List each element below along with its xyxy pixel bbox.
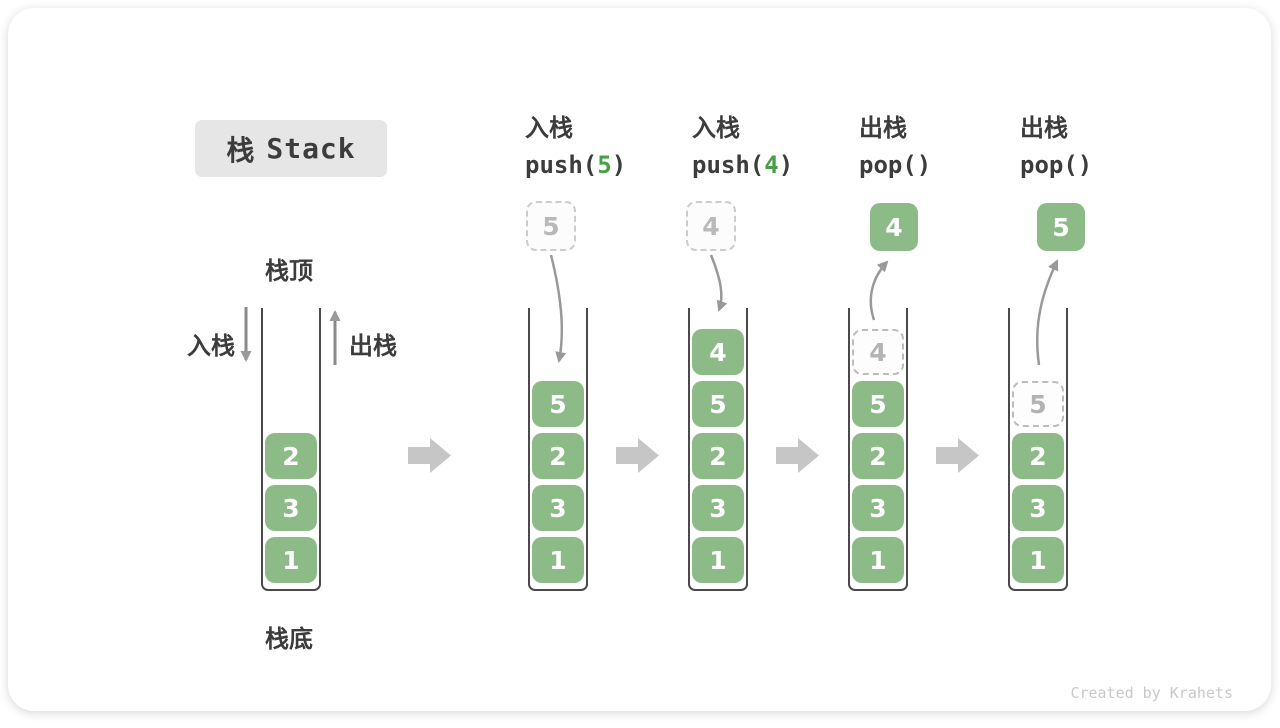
stack-block: 2 (265, 433, 317, 479)
code-suf: ) (1077, 151, 1093, 179)
code-suf: ) (611, 151, 627, 179)
watermark: Created by Krahets (1070, 684, 1233, 702)
stack-block: 4 (692, 329, 744, 375)
stack-top-label: 栈顶 (265, 257, 313, 285)
stack-block: 1 (265, 537, 317, 583)
stack-block: 1 (532, 537, 584, 583)
push-4-arrow (709, 254, 728, 312)
title-en: Stack (266, 132, 356, 165)
op-zh-label: 出栈 (859, 114, 907, 142)
stack-block: 3 (532, 485, 584, 531)
stack-container-after-push-5: 5 2 3 1 (528, 308, 588, 591)
diagram-title: 栈 Stack (195, 120, 387, 177)
op-code-label: push(4) (692, 151, 793, 179)
incoming-value: 5 (542, 211, 560, 241)
popped-value-box: 5 (1037, 203, 1085, 251)
op-label-pop-1: 出栈 pop() (859, 114, 931, 179)
stack-container-after-pop-5: 5 2 3 1 (1008, 308, 1068, 591)
incoming-value-box: 4 (686, 201, 736, 251)
stack-block: 3 (692, 485, 744, 531)
op-zh-label: 出栈 (1020, 114, 1068, 142)
step-arrow-3 (776, 438, 819, 473)
stack-block: 2 (1012, 433, 1064, 479)
op-code-label: pop() (859, 151, 931, 179)
stack-block: 5 (692, 381, 744, 427)
step-arrow-2 (616, 438, 659, 473)
stack-block: 3 (265, 485, 317, 531)
op-zh-label: 入栈 (692, 114, 740, 142)
code-pre: push( (525, 151, 598, 179)
stack-container-initial: 2 3 1 (261, 308, 321, 591)
stack-block: 3 (1012, 485, 1064, 531)
stack-block: 1 (1012, 537, 1064, 583)
incoming-value: 4 (702, 211, 720, 241)
code-arg: 5 (597, 151, 612, 179)
ghost-block: 5 (1012, 381, 1064, 427)
stack-block: 1 (692, 537, 744, 583)
stack-block: 2 (852, 433, 904, 479)
stack-block: 2 (532, 433, 584, 479)
code-pre: pop( (859, 151, 917, 179)
op-code-label: push(5) (525, 151, 626, 179)
stack-block: 5 (532, 381, 584, 427)
op-label-pop-2: 出栈 pop() (1020, 114, 1092, 179)
incoming-value-box: 5 (526, 201, 576, 251)
stack-block: 5 (852, 381, 904, 427)
stack-bottom-label: 栈底 (265, 625, 313, 653)
op-code-label: pop() (1020, 151, 1092, 179)
op-label-push-5: 入栈 push(5) (525, 114, 626, 179)
step-arrow-4 (936, 438, 979, 473)
stack-block: 2 (692, 433, 744, 479)
stack-container-after-push-4: 4 5 2 3 1 (688, 308, 748, 591)
step-arrow-1 (408, 438, 451, 473)
op-label-push-4: 入栈 push(4) (692, 114, 793, 179)
title-zh: 栈 (226, 133, 255, 167)
code-pre: pop( (1020, 151, 1078, 179)
popped-value: 5 (1052, 212, 1070, 242)
stack-container-after-pop-4: 4 5 2 3 1 (848, 308, 908, 591)
code-arg: 4 (764, 151, 779, 179)
stack-block: 3 (852, 485, 904, 531)
popped-value-box: 4 (870, 203, 918, 251)
diagram-card: 栈 Stack 入栈 push(5) 入栈 push(4) 出栈 pop() 出… (8, 8, 1271, 711)
op-zh-label: 入栈 (525, 114, 573, 142)
pop-direction-label: 出栈 (349, 332, 397, 360)
push-direction-label: 入栈 (187, 332, 235, 360)
code-suf: ) (916, 151, 932, 179)
code-pre: push( (692, 151, 765, 179)
code-suf: ) (778, 151, 794, 179)
ghost-block: 4 (852, 329, 904, 375)
popped-value: 4 (885, 212, 903, 242)
stack-block: 1 (852, 537, 904, 583)
